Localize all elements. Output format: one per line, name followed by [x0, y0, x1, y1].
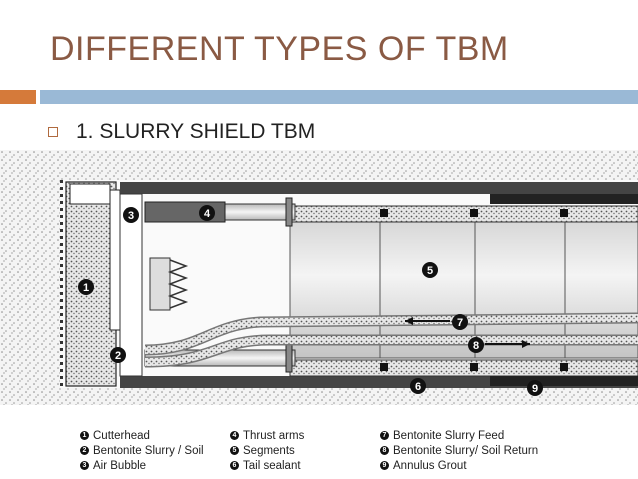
segment-bottom-band: [289, 359, 638, 377]
svg-text:3: 3: [128, 210, 134, 222]
svg-text:1: 1: [83, 282, 89, 294]
pressure-bulkhead: [109, 189, 121, 331]
segment-lining: [289, 207, 638, 359]
svg-text:9: 9: [532, 383, 538, 395]
accent-bar-orange: [0, 90, 36, 104]
marker-8: 8: [468, 337, 484, 353]
accent-bar-blue: [40, 90, 638, 104]
marker-2: 2: [110, 347, 126, 363]
annulus-grout-bottom: [490, 376, 638, 386]
marker-5: 5: [422, 262, 438, 278]
shield-top: [120, 182, 638, 194]
marker-9: 9: [527, 380, 543, 396]
bullet-text: 1. SLURRY SHIELD TBM: [76, 120, 316, 143]
svg-text:4: 4: [204, 208, 211, 220]
drive-motor: [149, 257, 171, 311]
inner-chamber: [119, 193, 143, 377]
svg-text:6: 6: [415, 381, 421, 393]
marker-3: 3: [123, 207, 139, 223]
square-bullet-icon: [48, 127, 58, 137]
marker-7: 7: [452, 314, 468, 330]
svg-text:2: 2: [115, 350, 121, 362]
svg-text:8: 8: [473, 340, 479, 352]
marker-6: 6: [410, 378, 426, 394]
annulus-grout-top: [490, 194, 638, 204]
slide-title: DIFFERENT TYPES OF TBM: [50, 30, 509, 68]
marker-1: 1: [78, 279, 94, 295]
marker-4: 4: [199, 205, 215, 221]
air-bubble: [69, 183, 111, 205]
segment-top-band: [289, 205, 638, 223]
svg-text:7: 7: [457, 317, 463, 329]
bullet-item: 1. SLURRY SHIELD TBM: [48, 120, 315, 144]
svg-text:5: 5: [427, 265, 433, 277]
slurry-tbm-diagram: 1 2 3 4 5 6 7 8 9: [0, 150, 638, 405]
cutterhead-chamber: [65, 181, 117, 387]
